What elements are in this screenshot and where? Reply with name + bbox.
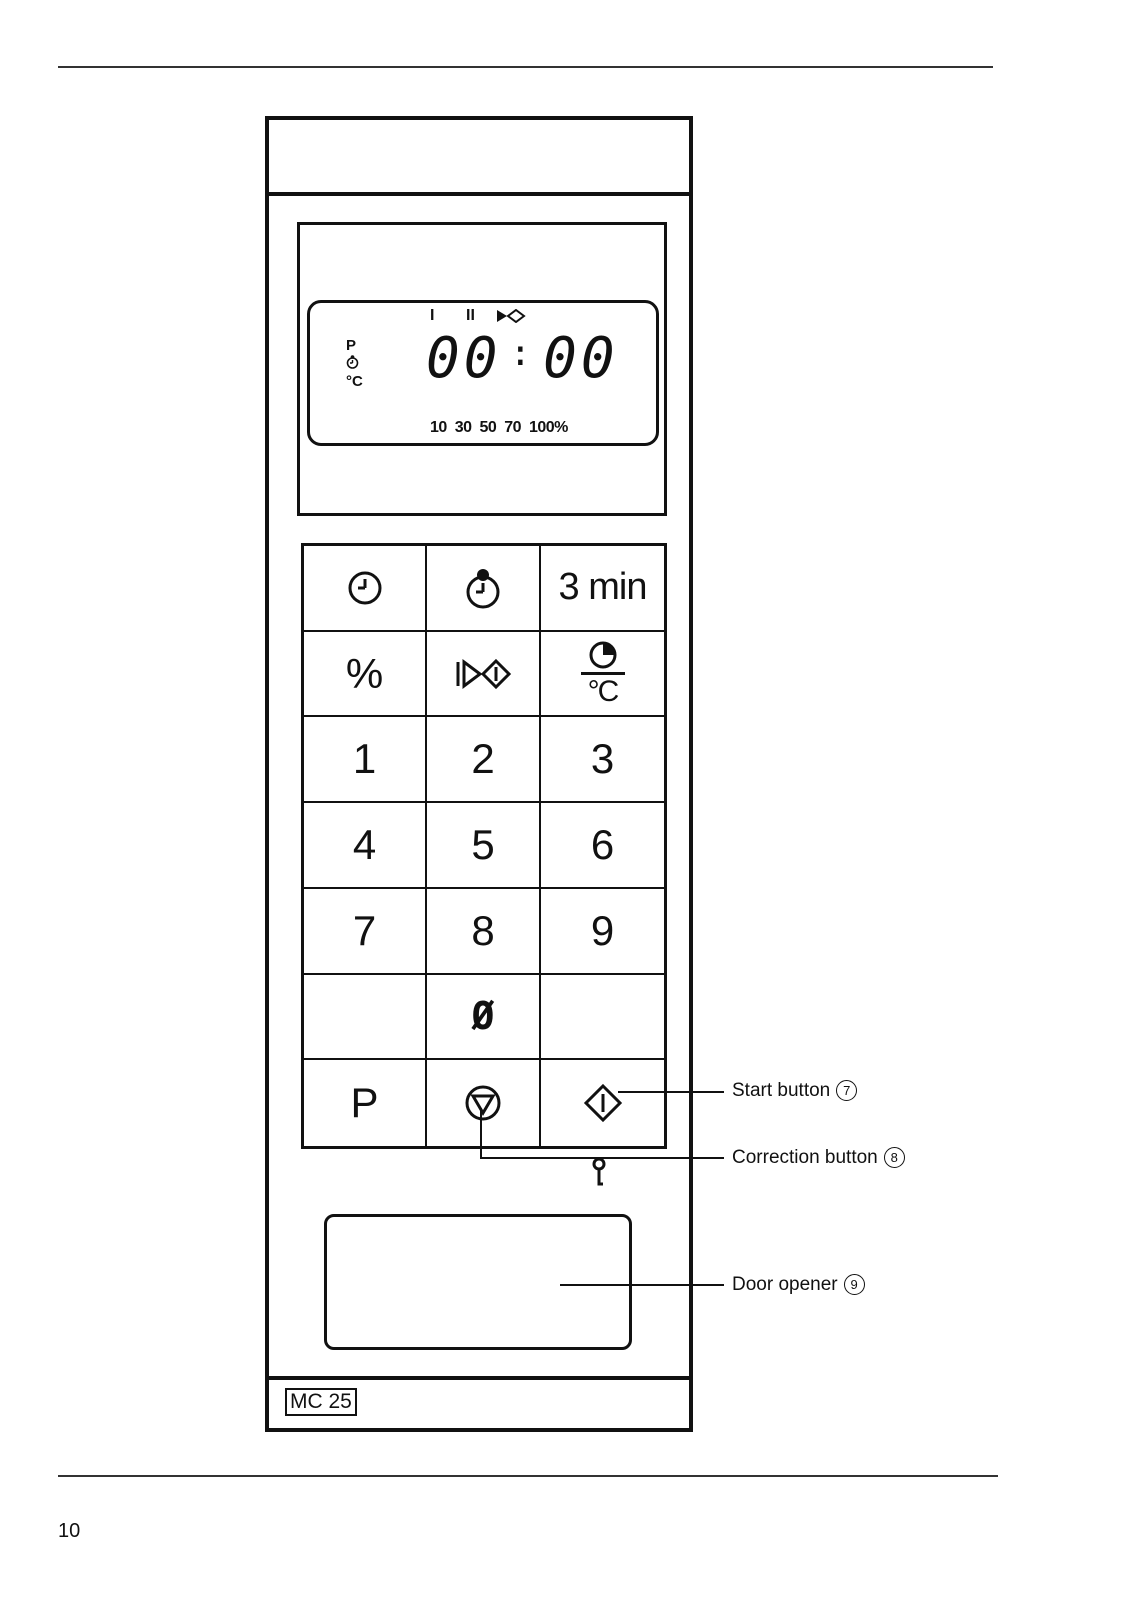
- lcd-display: I II P °C 00:00 10 30 50 70 100%: [307, 300, 659, 446]
- lcd-time-readout: 00:00: [426, 331, 619, 387]
- door-callout-number: 9: [843, 1274, 865, 1295]
- digit-4-label: 4: [352, 820, 377, 868]
- digit-8-button[interactable]: 8: [427, 888, 541, 975]
- phase-2-indicator: II: [466, 307, 475, 324]
- digit-7-label: 7: [352, 906, 377, 954]
- correction-button[interactable]: [427, 1060, 541, 1146]
- digit-0-button[interactable]: Ø: [427, 974, 541, 1061]
- digit-0-label: Ø: [471, 994, 495, 1039]
- top-rule: [58, 66, 993, 68]
- digit-9-label: 9: [590, 906, 615, 954]
- program-indicator: P: [346, 337, 357, 354]
- program-button[interactable]: P: [304, 1060, 427, 1146]
- power-level-button[interactable]: %: [304, 631, 427, 718]
- digit-4-button[interactable]: 4: [304, 803, 427, 889]
- power-level-scale: 10 30 50 70 100%: [430, 419, 568, 436]
- digit-6-button[interactable]: 6: [541, 803, 664, 889]
- door-opener-button[interactable]: [324, 1214, 632, 1350]
- three-minute-button[interactable]: 3 min: [541, 546, 664, 632]
- start-callout-number: 7: [836, 1080, 858, 1101]
- percent-label: %: [345, 649, 384, 697]
- correction-callout-number: 8: [883, 1147, 905, 1168]
- lcd-hours: 00: [426, 326, 502, 391]
- digit-8-label: 8: [471, 906, 495, 954]
- timer-icon: [466, 568, 500, 609]
- correction-leader-line: [480, 1157, 724, 1159]
- control-panel: I II P °C 00:00 10 30 50 70 100% 3 min %: [265, 116, 693, 1432]
- digit-7-button[interactable]: 7: [304, 888, 427, 975]
- digit-3-button[interactable]: 3: [541, 717, 664, 804]
- temperature-indicator: °C: [346, 373, 363, 390]
- timer-button[interactable]: [427, 546, 541, 632]
- display-window: [297, 222, 667, 516]
- temp-unit-label: °C: [587, 675, 620, 709]
- timer-indicator-icon: [346, 355, 359, 373]
- keypad: 3 min % °C 1 2 3 4 5 6 7 8 9 Ø P: [301, 543, 667, 1149]
- lcd-time-separator: :: [509, 333, 536, 374]
- digit-2-label: 2: [471, 735, 495, 783]
- phase-1-indicator: I: [430, 307, 435, 324]
- start-leader-line: [618, 1091, 724, 1093]
- digit-5-button[interactable]: 5: [427, 803, 541, 889]
- blank-key-left: [304, 974, 427, 1061]
- roast-temperature-icon: °C: [580, 640, 625, 709]
- clock-button[interactable]: [304, 546, 427, 632]
- correction-callout-label: Correction button: [732, 1147, 878, 1168]
- correction-leader-vertical: [480, 1108, 482, 1158]
- door-callout-label: Door opener: [732, 1274, 838, 1295]
- phase-sequence-icon: [456, 658, 512, 689]
- start-callout-label: Start button: [732, 1080, 831, 1101]
- digit-5-label: 5: [471, 820, 495, 868]
- digit-1-button[interactable]: 1: [304, 717, 427, 804]
- panel-top-strip: [269, 120, 689, 196]
- panel-bottom-strip: [269, 1376, 689, 1380]
- digit-6-label: 6: [590, 820, 615, 868]
- program-label: P: [350, 1079, 379, 1127]
- correction-icon: [465, 1085, 501, 1121]
- page-number: 10: [58, 1520, 81, 1542]
- model-badge: MC 25: [285, 1388, 357, 1416]
- start-button[interactable]: [541, 1060, 664, 1146]
- lcd-minutes: 00: [543, 326, 619, 391]
- roast-temperature-button[interactable]: °C: [541, 632, 664, 718]
- door-key-icon: [591, 1157, 607, 1192]
- digit-9-button[interactable]: 9: [541, 889, 664, 975]
- door-leader-line: [560, 1284, 724, 1286]
- digit-2-button[interactable]: 2: [427, 717, 541, 804]
- start-icon: [583, 1084, 622, 1123]
- phase-sequence-button[interactable]: [427, 631, 541, 718]
- blank-key-right: [541, 975, 664, 1061]
- clock-icon: [348, 571, 381, 605]
- phase-sequence-indicator-icon: [496, 308, 526, 328]
- digit-1-label: 1: [352, 735, 377, 783]
- three-minute-label: 3 min: [558, 566, 648, 609]
- bottom-rule: [58, 1475, 998, 1477]
- digit-3-label: 3: [590, 735, 615, 783]
